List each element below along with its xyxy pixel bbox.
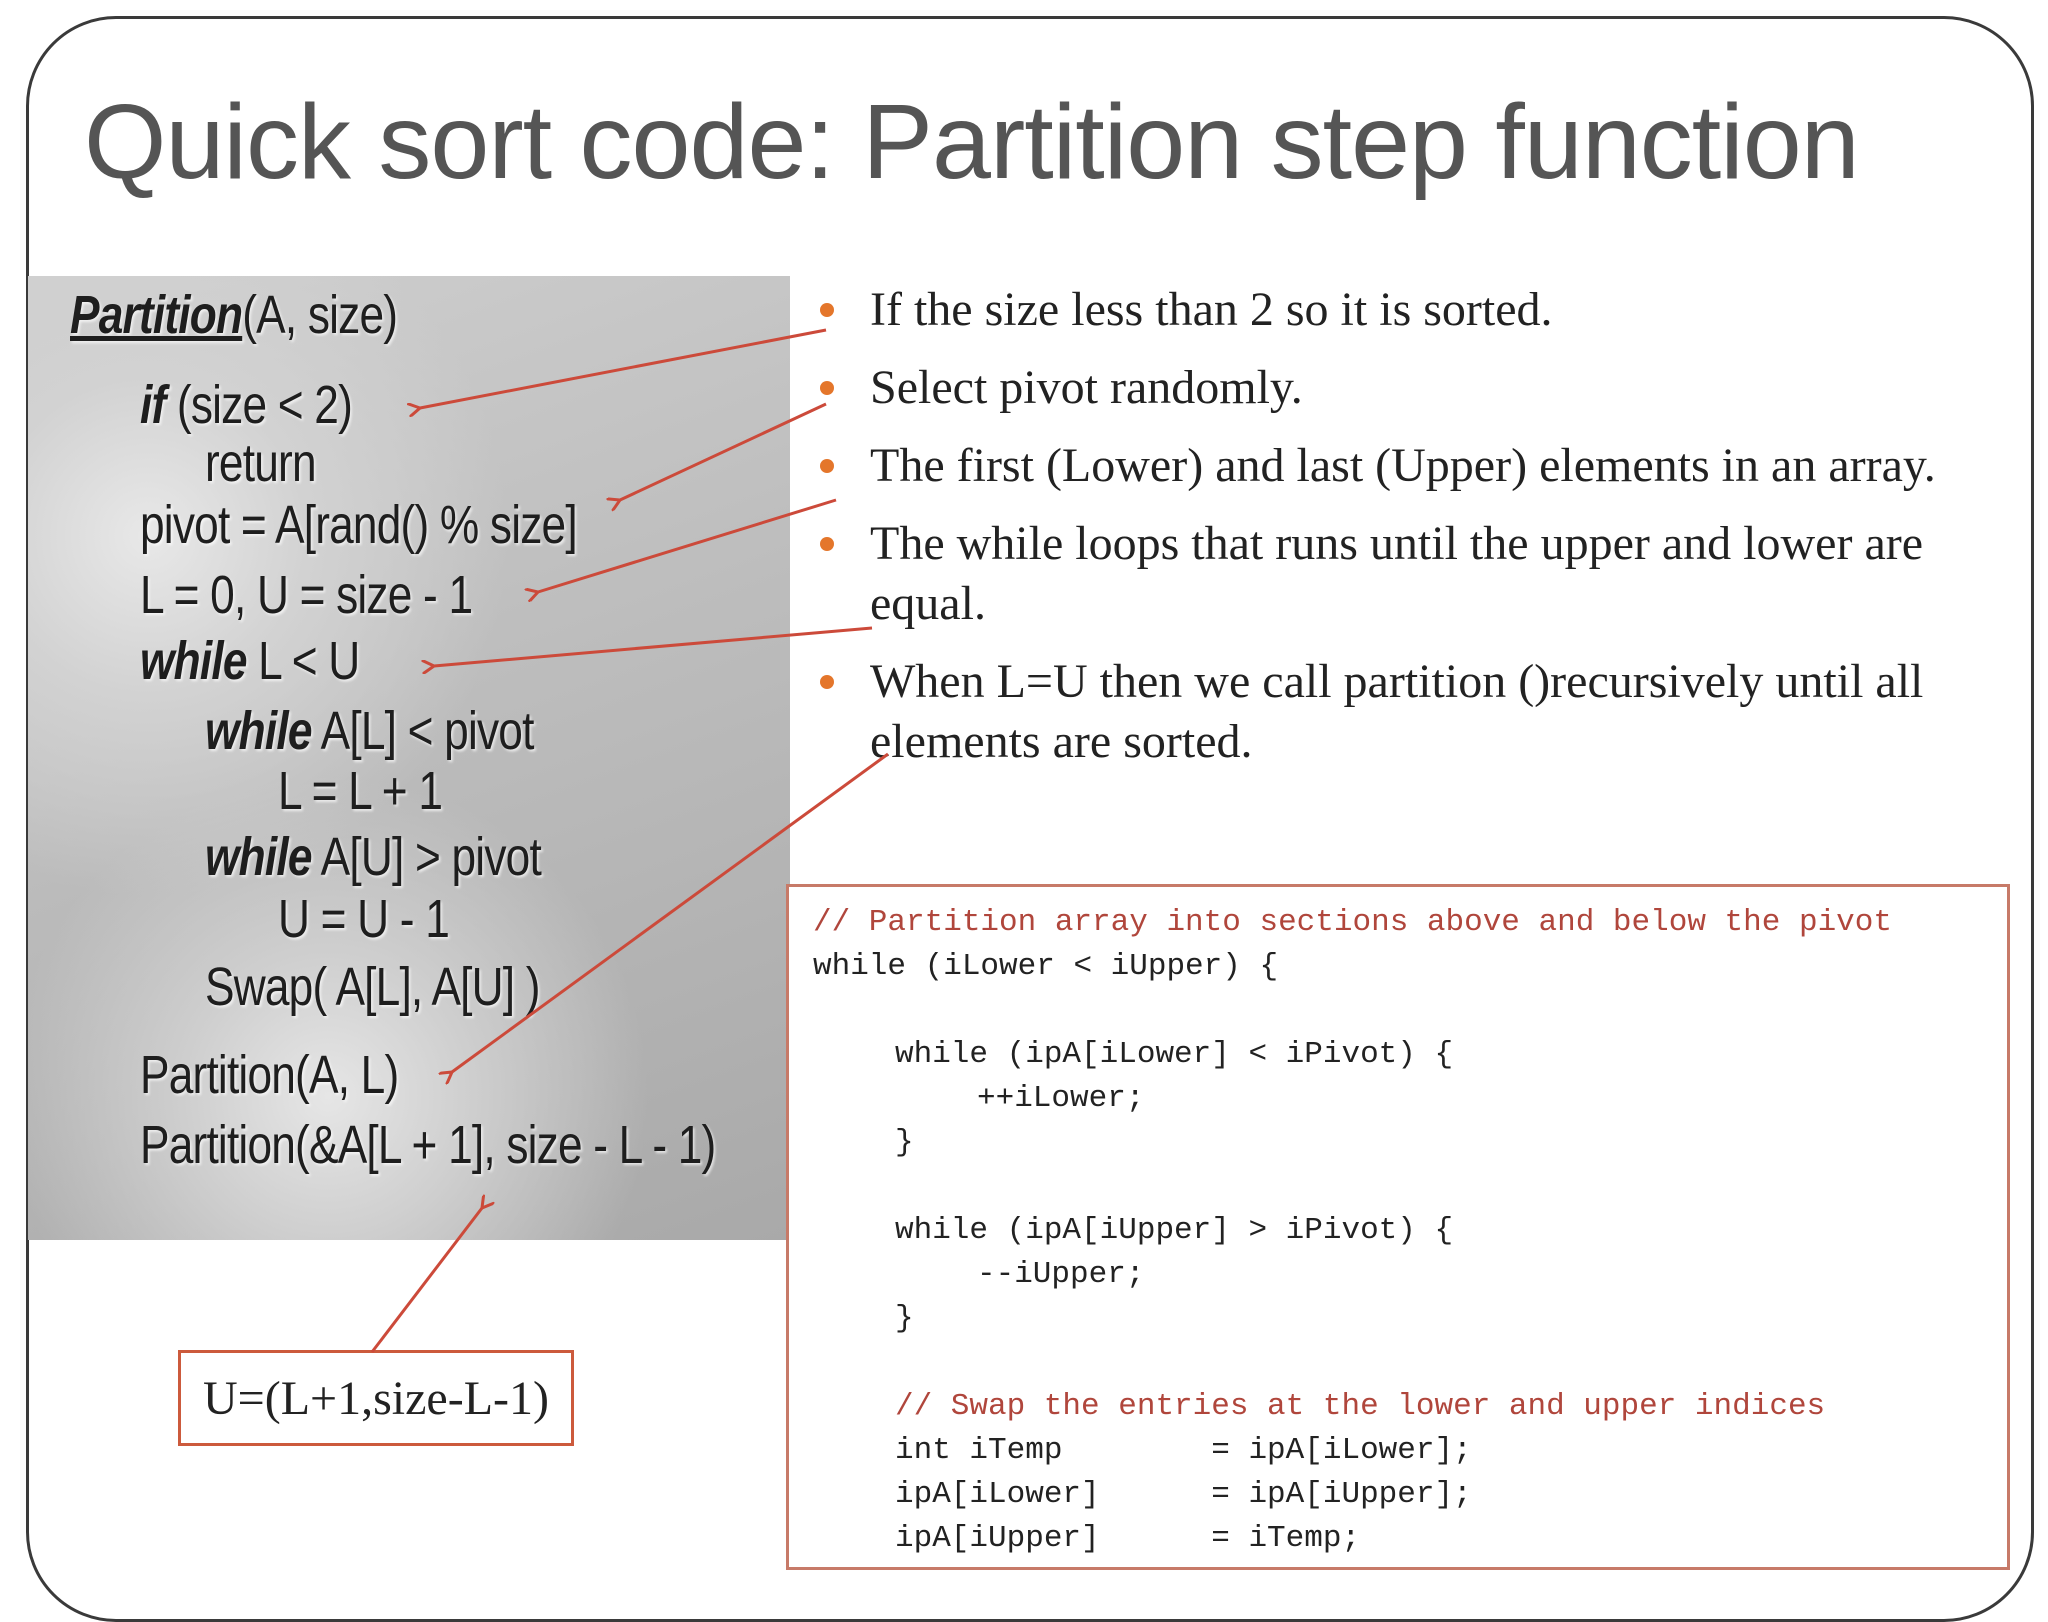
bullet-item: Select pivot randomly.	[820, 358, 1970, 418]
line-text: return	[205, 433, 317, 493]
bullet-text: When L=U then we call partition ()recurs…	[870, 655, 1924, 768]
pseudocode-line: Partition(&A[L + 1], size - L - 1)	[140, 1114, 716, 1176]
pseudocode-line: while A[L] < pivot	[205, 700, 534, 762]
line-text: Swap( A[L], A[U] )	[205, 957, 541, 1017]
pseudocode-line: while A[U] > pivot	[205, 826, 542, 888]
keyword: while	[140, 631, 247, 691]
pseudocode-function-name: Partition	[70, 285, 243, 345]
bullet-dot-icon	[820, 675, 834, 689]
arrow-while-loop	[434, 626, 873, 666]
connector-arrows	[370, 328, 889, 1353]
slide-title: Quick sort code: Partition step function	[84, 83, 1860, 201]
line-text: L = 0, U = size - 1	[140, 565, 473, 625]
pseudocode-line: L = 0, U = size - 1	[140, 564, 473, 626]
line-text: (size < 2)	[165, 375, 353, 435]
pseudocode-line: Partition(A, L)	[140, 1044, 399, 1106]
bullet-text: The while loops that runs until the uppe…	[870, 517, 1924, 630]
arrow-recursion	[452, 752, 889, 1072]
pseudocode-line: return	[205, 432, 317, 494]
arrow-callout	[370, 1208, 482, 1353]
bullet-list: If the size less than 2 so it is sorted.…	[820, 280, 1970, 790]
code-line: }	[895, 1125, 914, 1160]
bullet-text: The first (Lower) and last (Upper) eleme…	[870, 439, 1936, 492]
line-text: pivot = A[rand() % size]	[140, 495, 578, 555]
pseudocode-line: pivot = A[rand() % size]	[140, 494, 578, 556]
bullet-text: Select pivot randomly.	[870, 361, 1303, 414]
keyword: if	[140, 375, 166, 435]
line-text: A[L] < pivot	[311, 701, 535, 761]
pseudocode-line: while L < U	[140, 630, 360, 692]
bullet-item: The first (Lower) and last (Upper) eleme…	[820, 436, 1970, 496]
pseudocode-panel	[28, 276, 790, 1240]
line-text: A[U] > pivot	[311, 827, 542, 887]
code-line: }	[895, 1301, 914, 1336]
pseudocode-line: Swap( A[L], A[U] )	[205, 956, 541, 1018]
bullet-dot-icon	[820, 459, 834, 473]
code-line: --iUpper;	[977, 1257, 1145, 1292]
bullet-item: When L=U then we call partition ()recurs…	[820, 652, 1970, 772]
keyword: while	[205, 827, 312, 887]
keyword: while	[205, 701, 312, 761]
arrow-lower-upper	[538, 498, 837, 592]
bullet-dot-icon	[820, 303, 834, 317]
line-text: L < U	[246, 631, 360, 691]
pseudocode-header: Partition(A, size)	[70, 284, 398, 346]
code-line: while (iLower < iUpper) {	[813, 949, 1279, 984]
callout-box: U=(L+1,size-L-1)	[178, 1350, 574, 1446]
code-comment: // Partition array into sections above a…	[813, 905, 1892, 940]
pseudocode-line: U = U - 1	[278, 888, 450, 950]
pseudocode-line: L = L + 1	[278, 760, 443, 822]
code-box: // Partition array into sections above a…	[786, 884, 2010, 1570]
arrow-select-pivot	[620, 402, 827, 500]
bullet-item: If the size less than 2 so it is sorted.	[820, 280, 1970, 340]
code-comment: // Swap the entries at the lower and upp…	[895, 1389, 1826, 1424]
bullet-item: The while loops that runs until the uppe…	[820, 514, 1970, 634]
line-text: Partition(A, L)	[140, 1045, 399, 1105]
code-line: ++iLower;	[977, 1081, 1145, 1116]
code-line: while (ipA[iLower] < iPivot) {	[895, 1037, 1454, 1072]
arrow-size-check	[420, 328, 827, 408]
code-line: ipA[iLower] = ipA[iUpper];	[895, 1477, 1472, 1512]
bullet-text: If the size less than 2 so it is sorted.	[870, 283, 1553, 336]
code-line: int iTemp = ipA[iLower];	[895, 1433, 1472, 1468]
line-text: L = L + 1	[278, 761, 443, 821]
callout-text: U=(L+1,size-L-1)	[202, 1371, 549, 1425]
bullet-dot-icon	[820, 381, 834, 395]
line-text: Partition(&A[L + 1], size - L - 1)	[140, 1115, 716, 1175]
line-text: U = U - 1	[278, 889, 450, 949]
bullet-dot-icon	[820, 537, 834, 551]
code-line: while (ipA[iUpper] > iPivot) {	[895, 1213, 1454, 1248]
pseudocode-line: if (size < 2)	[140, 374, 353, 436]
pseudocode-function-args: (A, size)	[242, 285, 398, 345]
